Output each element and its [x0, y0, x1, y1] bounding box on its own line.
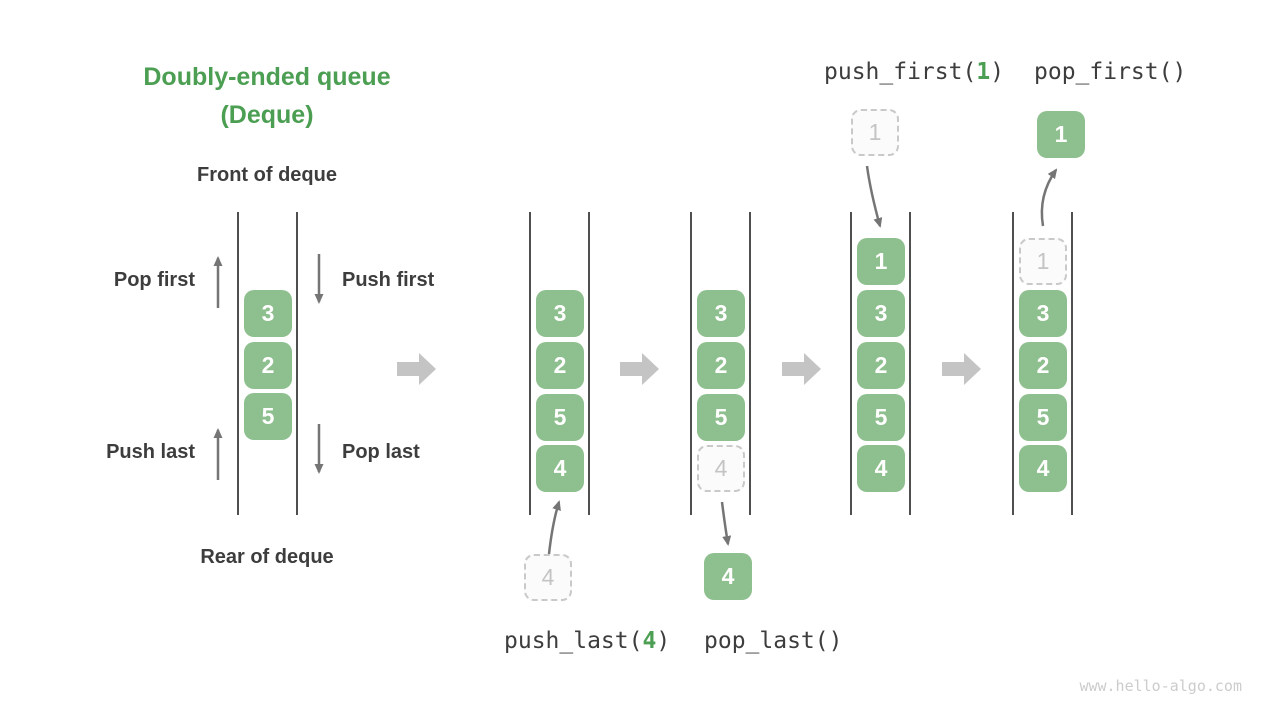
title-line-1: Doubly-ended queue [143, 63, 391, 91]
op-arg: 1 [976, 59, 991, 85]
title-line-2: (Deque) [220, 101, 314, 129]
push-first-down-arrow-icon [314, 254, 324, 304]
incoming-cell-ghost: 4 [524, 554, 572, 601]
deque-cell: 4 [536, 445, 584, 492]
op-text: ) [656, 628, 671, 654]
deque-cell: 4 [1019, 445, 1067, 492]
deque-cell: 5 [857, 394, 905, 441]
popped-cell: 4 [704, 553, 752, 600]
push-last-action-label: Push last [106, 441, 195, 463]
op-arg: 4 [642, 628, 657, 654]
deque-cell: 3 [697, 290, 745, 337]
removed-cell-ghost: 4 [697, 445, 745, 492]
transition-arrow-icon [397, 353, 436, 385]
op-label-push-last: push_last(4) [504, 628, 670, 654]
removed-cell-ghost: 1 [1019, 238, 1067, 285]
push-first-insert-arrow-icon [865, 165, 883, 228]
deque-cell: 2 [697, 342, 745, 389]
deque-channel-push-first [850, 212, 911, 515]
pop-first-action-label: Pop first [113, 269, 195, 291]
pop-first-up-arrow-icon [213, 256, 223, 308]
popped-cell: 1 [1037, 111, 1085, 158]
deque-cell: 2 [1019, 342, 1067, 389]
op-text: push_last( [504, 628, 643, 654]
deque-cell: 2 [857, 342, 905, 389]
push-first-action-label: Push first [342, 269, 435, 291]
push-last-up-arrow-icon [213, 428, 223, 480]
deque-channel-pop-last [690, 212, 751, 515]
op-text: push_first( [824, 59, 977, 85]
deque-cell: 3 [1019, 290, 1067, 337]
push-last-insert-arrow-icon [547, 500, 561, 555]
front-of-deque-label: Front of deque [197, 164, 337, 186]
diagram-title: Doubly-ended queue (Deque) [87, 58, 447, 134]
deque-cell: 3 [536, 290, 584, 337]
incoming-cell-ghost: 1 [851, 109, 899, 156]
pop-last-action-label: Pop last [342, 441, 420, 463]
op-text: ) [990, 59, 1005, 85]
deque-cell: 3 [244, 290, 292, 337]
pop-first-remove-arrow-icon [1040, 168, 1058, 227]
deque-cell: 5 [697, 394, 745, 441]
deque-cell: 2 [244, 342, 292, 389]
deque-cell: 4 [857, 445, 905, 492]
deque-cell: 1 [857, 238, 905, 285]
rear-of-deque-label: Rear of deque [200, 546, 334, 568]
transition-arrow-icon [782, 353, 821, 385]
deque-channel-pop-first [1012, 212, 1073, 515]
deque-cell: 2 [536, 342, 584, 389]
pop-last-down-arrow-icon [314, 424, 324, 474]
deque-cell: 5 [244, 393, 292, 440]
transition-arrow-icon [620, 353, 659, 385]
transition-arrow-icon [942, 353, 981, 385]
op-label-push-first: push_first(1) [824, 59, 1004, 85]
op-label-pop-last: pop_last() [704, 628, 843, 654]
op-label-pop-first: pop_first() [1034, 59, 1187, 85]
demo-deque-channel [237, 212, 298, 515]
watermark: www.hello-algo.com [1079, 677, 1242, 695]
deque-cell: 3 [857, 290, 905, 337]
deque-cell: 5 [536, 394, 584, 441]
deque-cell: 5 [1019, 394, 1067, 441]
pop-last-remove-arrow-icon [720, 501, 732, 546]
deque-channel-push-last [529, 212, 590, 515]
